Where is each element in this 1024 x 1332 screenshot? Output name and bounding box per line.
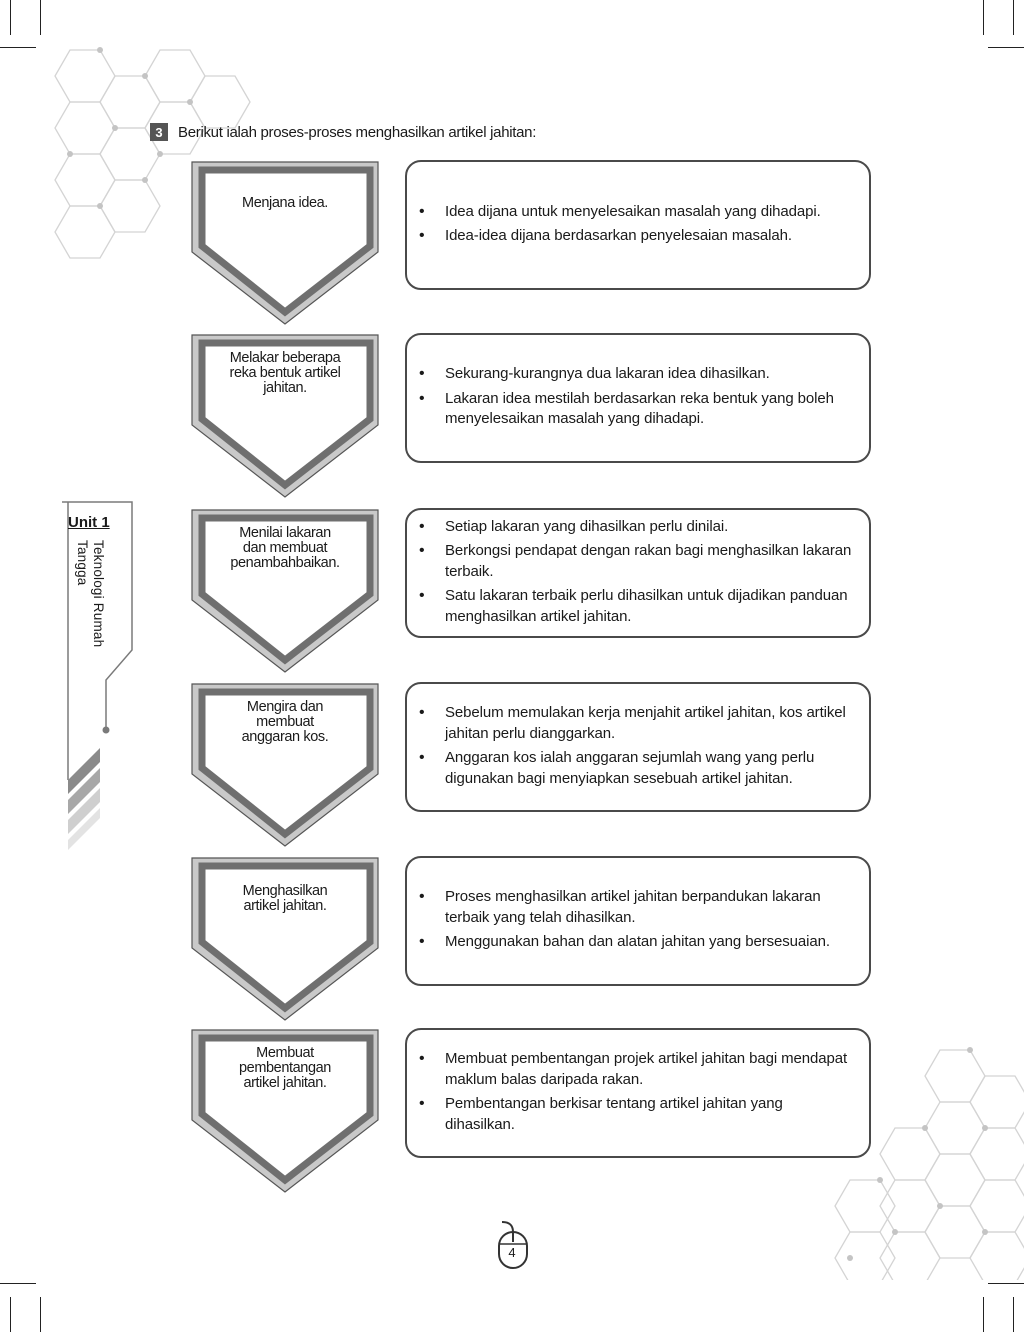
step-points-list: Setiap lakaran yang dihasilkan perlu din… [407, 515, 869, 632]
step-description-box: Sebelum memulakan kerja menjahit artikel… [405, 682, 871, 812]
step-point: Setiap lakaran yang dihasilkan perlu din… [419, 517, 855, 538]
step-points-list: Sekurang-kurangnya dua lakaran idea diha… [407, 362, 869, 434]
hexagon-pattern-top-left [54, 47, 251, 259]
step-description-box: Proses menghasilkan artikel jahitan berp… [405, 856, 871, 986]
step-title-line: jahitan. [263, 380, 307, 396]
step-description-box: Setiap lakaran yang dihasilkan perlu din… [405, 508, 871, 638]
step-points-list: Membuat pembentangan projek artikel jahi… [407, 1047, 869, 1139]
pentagon-arrow-shape [191, 1029, 379, 1193]
step-title-line: penambahbaikan. [230, 555, 340, 571]
step-point: Lakaran idea mestilah berdasarkan reka b… [419, 389, 855, 430]
step-point: Sekurang-kurangnya dua lakaran idea diha… [419, 364, 855, 385]
step-points-list: Sebelum memulakan kerja menjahit artikel… [407, 701, 869, 793]
step-description-box: Idea dijana untuk menyelesaikan masalah … [405, 160, 871, 290]
step-title-line: Menilai lakaran [239, 525, 331, 541]
step-title-line: artikel jahitan. [243, 1075, 327, 1091]
question-number-badge: 3 [150, 123, 168, 141]
step-description-box: Membuat pembentangan projek artikel jahi… [405, 1028, 871, 1158]
step-title-line: membuat [256, 714, 314, 730]
step-point: Berkongsi pendapat dengan rakan bagi men… [419, 541, 855, 582]
step-point: Proses menghasilkan artikel jahitan berp… [419, 887, 855, 928]
step-point: Satu lakaran terbaik perlu dihasilkan un… [419, 586, 855, 627]
pentagon-arrow-shape [191, 161, 379, 325]
step-title-line: reka bentuk artikel [229, 365, 341, 381]
subject-line: Tangga [75, 540, 90, 586]
pentagon-arrow-shape [191, 334, 379, 498]
step-point: Idea-idea dijana berdasarkan penyelesaia… [419, 226, 855, 247]
step-title-line: Menjana idea. [242, 195, 328, 211]
computer-mouse-icon [498, 1221, 528, 1269]
hexagon-pattern-bottom-right [834, 1047, 1024, 1280]
step-title-line: dan membuat [242, 540, 328, 556]
pentagon-arrow-shape [191, 683, 379, 847]
step-title-line: Menghasilkan [242, 883, 328, 899]
pentagon-arrow-shape [191, 509, 379, 673]
step-point: Menggunakan bahan dan alatan jahitan yan… [419, 932, 855, 953]
step-point: Sebelum memulakan kerja menjahit artikel… [419, 703, 855, 744]
step-title-line: artikel jahitan. [243, 898, 327, 914]
step-description-box: Sekurang-kurangnya dua lakaran idea diha… [405, 333, 871, 463]
step-title: Menjana idea. [208, 196, 362, 211]
process-step-1: Menjana idea. Idea dijana untuk menyeles… [190, 160, 880, 325]
subject-label: Teknologi Rumah Tangga [72, 540, 106, 670]
step-point: Pembentangan berkisar tentang artikel ja… [419, 1094, 855, 1135]
step-points-list: Idea dijana untuk menyelesaikan masalah … [407, 200, 869, 251]
step-points-list: Proses menghasilkan artikel jahitan berp… [407, 885, 869, 957]
question-intro: 3 Berikut ialah proses-proses menghasilk… [150, 122, 536, 142]
unit-side-tab [62, 501, 133, 850]
pentagon-arrow-shape [191, 857, 379, 1021]
question-intro-text: Berikut ialah proses-proses menghasilkan… [178, 123, 537, 141]
step-point: Idea dijana untuk menyelesaikan masalah … [419, 202, 855, 223]
step-title-line: pembentangan [239, 1060, 331, 1076]
step-title-line: Membuat [256, 1045, 314, 1061]
step-point: Membuat pembentangan projek artikel jahi… [419, 1049, 855, 1090]
step-title-line: Melakar beberapa [229, 350, 341, 366]
unit-label: Unit 1 [68, 514, 110, 531]
step-title-line: Mengira dan [246, 699, 324, 715]
subject-line: Teknologi Rumah [91, 540, 106, 648]
step-point: Anggaran kos ialah anggaran sejumlah wan… [419, 748, 855, 789]
page-number: 4 [508, 1245, 516, 1260]
step-title-line: anggaran kos. [241, 729, 329, 745]
